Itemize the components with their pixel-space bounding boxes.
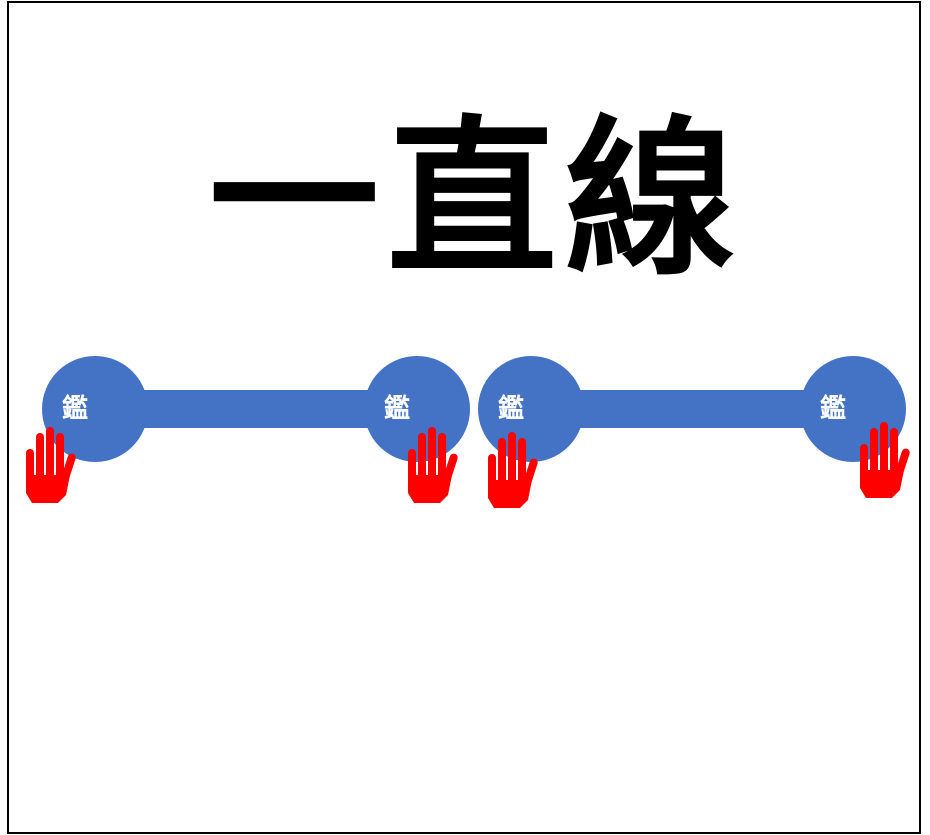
- node-label: 鑑: [493, 394, 524, 420]
- node-label: 鑑: [57, 394, 88, 420]
- node-label: 鑑: [815, 394, 846, 420]
- connector-bar-2: [532, 390, 852, 428]
- node-2[interactable]: 鑑: [364, 356, 470, 462]
- node-3[interactable]: 鑑: [478, 356, 584, 462]
- red-hand-icon: [488, 432, 538, 508]
- page-title: 一直線: [208, 101, 743, 299]
- node-1[interactable]: 鑑: [42, 356, 148, 462]
- node-4[interactable]: 鑑: [800, 356, 906, 462]
- red-hand-icon: [860, 422, 910, 498]
- node-label: 鑑: [379, 394, 410, 420]
- red-hand-icon: [408, 427, 458, 503]
- connector-bar-1: [96, 390, 416, 428]
- red-hand-icon: [26, 427, 76, 503]
